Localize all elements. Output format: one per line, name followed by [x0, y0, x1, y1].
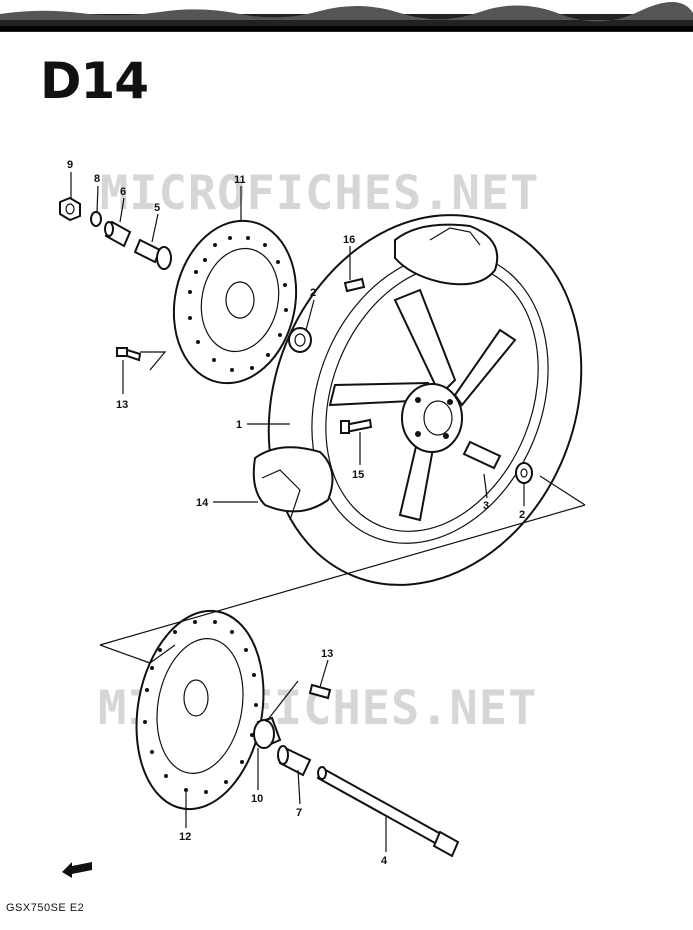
- callout-7: 7: [296, 807, 302, 819]
- spacer-7: [277, 745, 312, 777]
- model-code: GSX750SE E2: [6, 902, 85, 914]
- callout-15: 15: [352, 469, 364, 481]
- axle-spacer: [462, 440, 533, 484]
- watermark-text-top: MICROFICHES.NET: [100, 166, 540, 221]
- collar-5: [133, 238, 172, 270]
- page-title: D14: [40, 52, 149, 110]
- callout-13-upper: 13: [116, 399, 128, 411]
- callout-5: 5: [154, 202, 160, 214]
- callout-6: 6: [120, 186, 126, 198]
- front-wheel: [252, 214, 583, 586]
- collar-10: [253, 716, 282, 749]
- bearing-2-upper: [288, 327, 312, 353]
- brake-disc-11: [172, 219, 298, 385]
- callout-14: 14: [196, 497, 209, 509]
- spacer-6: [104, 220, 132, 248]
- callout-12: 12: [179, 831, 191, 843]
- callout-11: 11: [234, 174, 246, 186]
- assembly-guide-lines: [99, 351, 586, 723]
- brake-disc-12: [135, 609, 265, 811]
- callout-13-lower: 13: [321, 648, 333, 660]
- callout-2-right: 2: [519, 509, 525, 521]
- bolt-15: [340, 418, 373, 434]
- callout-1: 1: [236, 419, 242, 431]
- callout-9: 9: [67, 159, 73, 171]
- axle-4: [316, 766, 460, 858]
- disc-bolt-13-upper: [116, 347, 142, 362]
- disc-bolt-13-lower: [308, 683, 332, 700]
- washer-8: [90, 211, 102, 227]
- callout-2-upper: 2: [310, 287, 316, 299]
- callout-10: 10: [251, 793, 263, 805]
- callout-8: 8: [94, 173, 100, 185]
- callout-4: 4: [381, 855, 388, 867]
- callout-3: 3: [483, 500, 489, 512]
- valve-16: [343, 277, 366, 293]
- top-noise-band: [0, 1, 693, 32]
- leader-lines: [70, 172, 525, 852]
- fwd-arrow-icon: [62, 862, 92, 878]
- nut-9: [59, 196, 81, 222]
- callout-16: 16: [343, 234, 355, 246]
